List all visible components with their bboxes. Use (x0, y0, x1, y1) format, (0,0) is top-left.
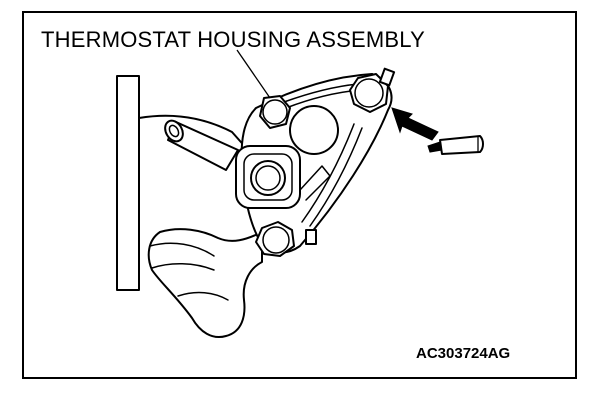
bypass-pipe (164, 119, 239, 171)
engine-flange (116, 75, 140, 291)
figure-code: AC303724AG (416, 345, 511, 362)
bolt-top-right (349, 67, 396, 113)
arrow-icon (391, 107, 439, 141)
assembly-label: THERMOSTAT HOUSING ASSEMBLY (41, 27, 425, 52)
outlet-opening (289, 105, 339, 155)
sealant-tube-icon (427, 135, 484, 155)
label-leader-line (236, 49, 271, 99)
thermostat-socket (235, 145, 301, 209)
bolt-top-left (259, 95, 291, 129)
bolt-bottom (255, 221, 317, 257)
